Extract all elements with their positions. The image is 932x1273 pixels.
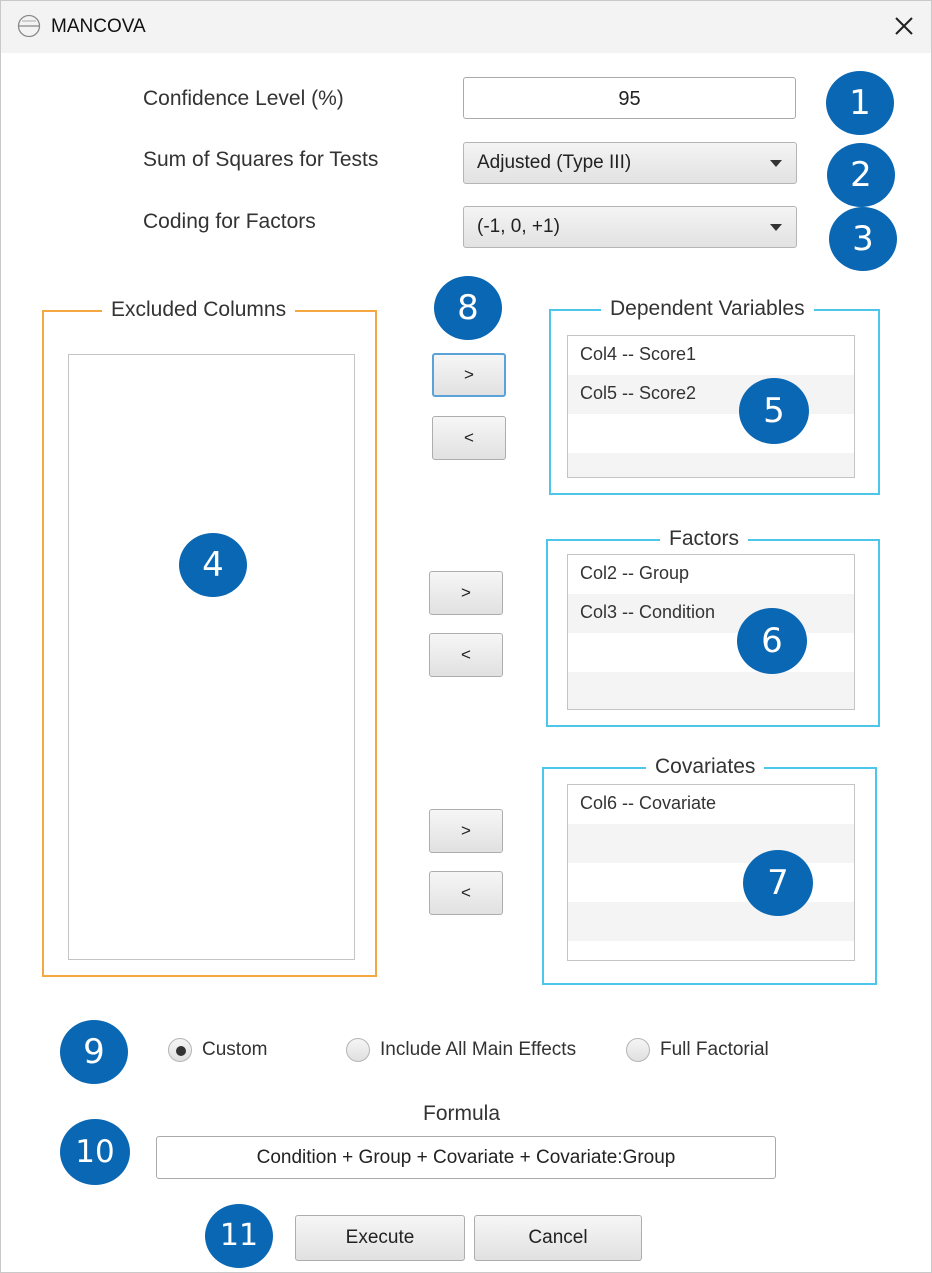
add-covariate-button[interactable]: > [429,809,503,853]
excluded-columns-title: Excluded Columns [102,298,296,322]
list-item-empty [568,414,854,453]
add-factor-button[interactable]: > [429,571,503,615]
sum-of-squares-label: Sum of Squares for Tests [143,148,379,171]
remove-covariate-button[interactable]: < [429,871,503,915]
remove-dependent-button[interactable]: < [432,416,506,460]
list-item-empty [568,824,854,863]
callout-badge: 8 [434,276,502,340]
dependent-variables-group: Dependent Variables Col4 -- Score1 Col5 … [549,297,880,495]
list-item[interactable]: Col5 -- Score2 [568,375,854,414]
callout-badge: 4 [179,533,247,597]
dependent-variables-list[interactable]: Col4 -- Score1 Col5 -- Score2 [567,335,855,478]
excluded-columns-group: Excluded Columns [42,298,377,977]
window-title: MANCOVA [51,16,146,37]
radio-unselected-icon [346,1038,370,1062]
list-item[interactable]: Col6 -- Covariate [580,793,717,813]
callout-badge: 6 [737,608,807,674]
sum-of-squares-select[interactable]: Adjusted (Type III) [463,142,797,184]
list-item-empty [568,902,854,941]
list-item-empty [568,672,854,709]
formula-input[interactable]: Condition + Group + Covariate + Covariat… [156,1136,776,1179]
add-dependent-button[interactable]: > [432,353,506,397]
radio-selected-icon [168,1038,192,1062]
radio-unselected-icon [626,1038,650,1062]
covariates-list[interactable]: Col6 -- Covariate [567,784,855,961]
coding-for-factors-select[interactable]: (-1, 0, +1) [463,206,797,248]
callout-badge: 9 [60,1020,128,1084]
dependent-variables-title: Dependent Variables [601,297,814,321]
radio-full-factorial-label: Full Factorial [660,1039,769,1060]
confidence-level-label: Confidence Level (%) [143,87,344,110]
callout-badge: 5 [739,378,809,444]
app-icon [17,14,41,38]
excluded-columns-list[interactable] [68,354,355,960]
callout-badge: 1 [826,71,894,135]
callout-badge: 7 [743,850,813,916]
callout-badge: 2 [827,143,895,207]
execute-button[interactable]: Execute [295,1215,465,1261]
formula-label: Formula [423,1102,501,1125]
list-item-empty [568,453,854,477]
callout-badge: 10 [60,1119,130,1185]
radio-custom-label: Custom [202,1039,268,1060]
coding-for-factors-value: (-1, 0, +1) [477,216,560,237]
title-bar: MANCOVA [1,1,931,53]
confidence-level-input[interactable]: 95 [463,77,796,119]
covariates-title: Covariates [646,755,765,779]
covariates-group: Covariates Col6 -- Covariate [542,755,877,985]
remove-factor-button[interactable]: < [429,633,503,677]
cancel-button[interactable]: Cancel [474,1215,642,1261]
callout-badge: 11 [205,1204,273,1268]
radio-main-effects-label: Include All Main Effects [380,1039,577,1060]
list-item[interactable]: Col3 -- Condition [568,594,854,633]
dropdown-arrow-icon [770,224,782,231]
list-item-empty [568,633,854,672]
callout-badge: 3 [829,207,897,271]
dropdown-arrow-icon [770,160,782,167]
sum-of-squares-value: Adjusted (Type III) [477,152,632,173]
coding-for-factors-label: Coding for Factors [143,210,316,233]
factors-title: Factors [660,527,749,551]
list-item[interactable]: Col4 -- Score1 [580,344,697,364]
close-icon[interactable] [891,13,917,39]
list-item[interactable]: Col2 -- Group [580,563,690,583]
factors-group: Factors Col2 -- Group Col3 -- Condition [546,527,880,727]
factors-list[interactable]: Col2 -- Group Col3 -- Condition [567,554,855,710]
